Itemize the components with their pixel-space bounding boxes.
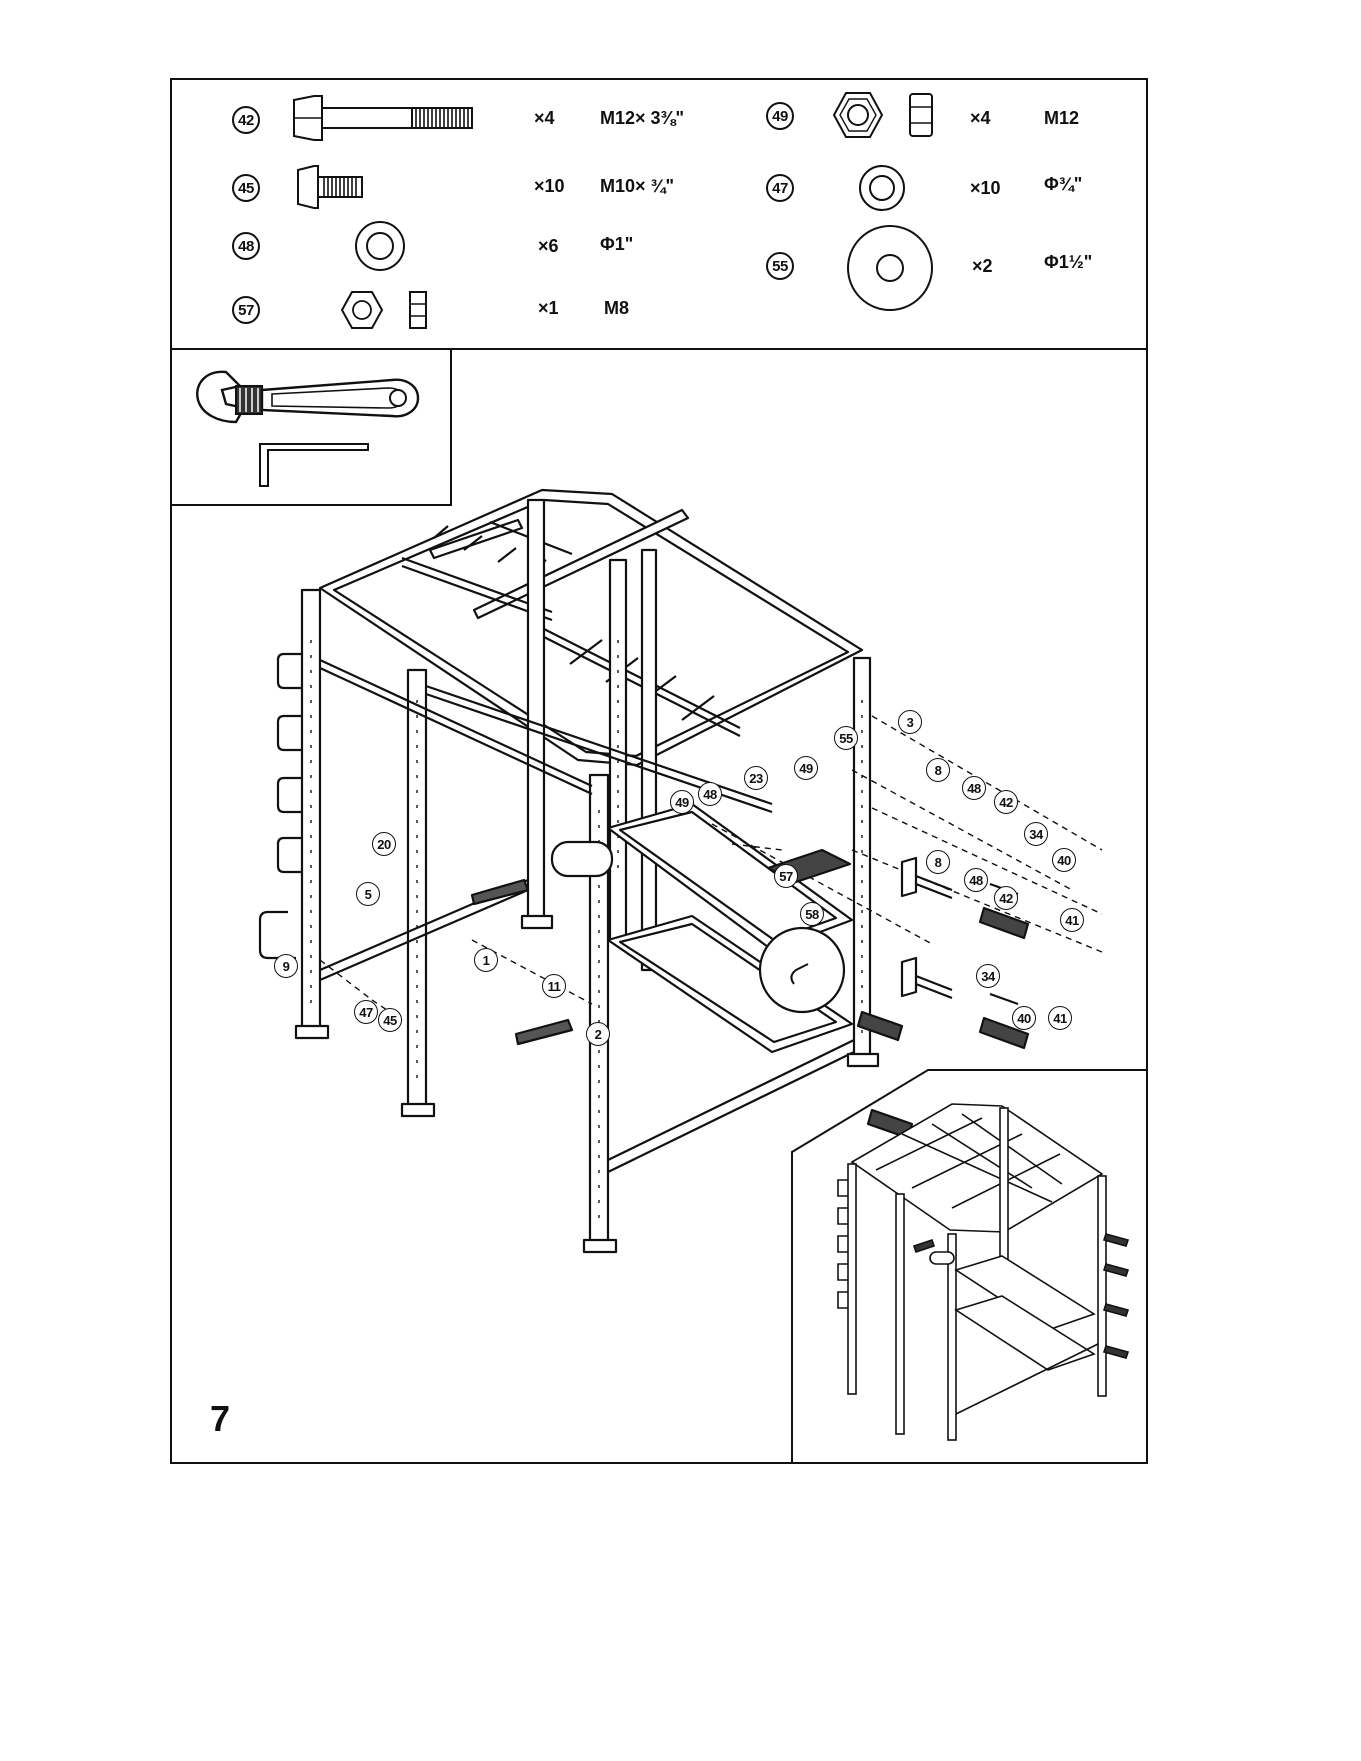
callout: 5 <box>356 882 380 906</box>
callout: 3 <box>898 710 922 734</box>
step-number: 7 <box>210 1398 230 1440</box>
callout: 1 <box>474 948 498 972</box>
callout: 57 <box>774 864 798 888</box>
callout: 55 <box>834 726 858 750</box>
callout: 20 <box>372 832 396 856</box>
callout: 8 <box>926 758 950 782</box>
instruction-frame: 42 ×4 M12× 3⅜" 45 <box>170 78 1148 1464</box>
callout: 48 <box>964 868 988 892</box>
callout: 34 <box>976 964 1000 988</box>
callout: 58 <box>800 902 824 926</box>
callout: 11 <box>542 974 566 998</box>
callout: 48 <box>962 776 986 800</box>
callout: 47 <box>354 1000 378 1024</box>
callout: 8 <box>926 850 950 874</box>
callout: 42 <box>994 790 1018 814</box>
callout: 41 <box>1048 1006 1072 1030</box>
callout: 9 <box>274 954 298 978</box>
callout: 49 <box>670 790 694 814</box>
completed-view-inset <box>792 1070 1148 1464</box>
callout: 49 <box>794 756 818 780</box>
callout: 34 <box>1024 822 1048 846</box>
callout: 42 <box>994 886 1018 910</box>
assembled-rack-diagram <box>832 1084 1132 1444</box>
callout: 48 <box>698 782 722 806</box>
callout: 2 <box>586 1022 610 1046</box>
callout: 23 <box>744 766 768 790</box>
callout: 45 <box>378 1008 402 1032</box>
callout: 41 <box>1060 908 1084 932</box>
callout: 40 <box>1012 1006 1036 1030</box>
callout: 40 <box>1052 848 1076 872</box>
